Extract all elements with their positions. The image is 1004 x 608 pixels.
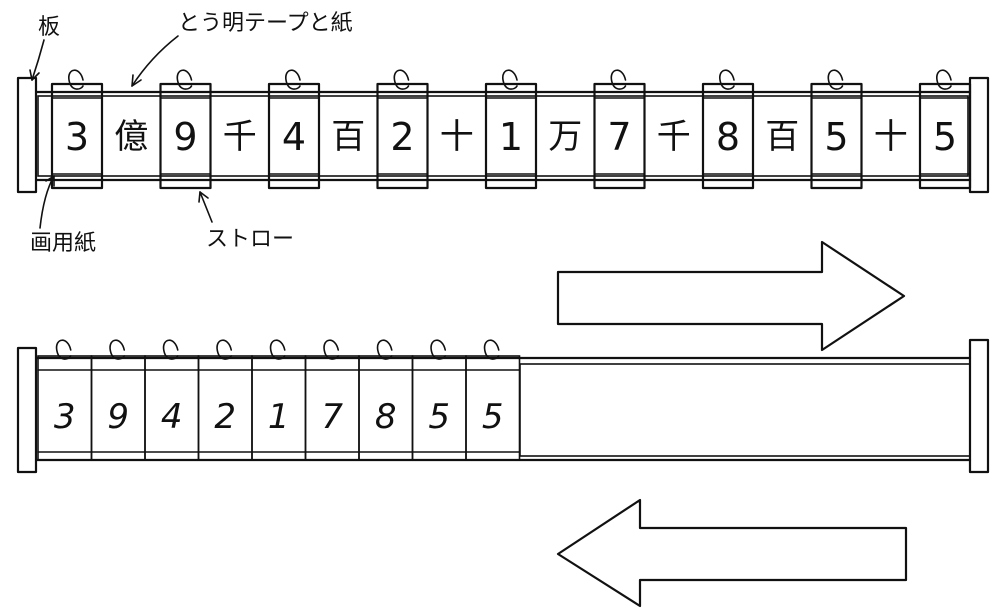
leader-tape: [131, 35, 179, 87]
straw-card-outline: [810, 82, 863, 190]
straw-card-outline: [50, 82, 104, 190]
top-digit-card[interactable]: 3: [50, 69, 104, 190]
label-drawing-paper-group: 画用紙: [30, 175, 96, 256]
bottom-digit: 5: [428, 397, 450, 437]
label-straw: ストロー: [206, 227, 294, 252]
bottom-digit: 2: [214, 397, 236, 437]
bottom-digit: 3: [54, 397, 76, 437]
hook-icon: [323, 339, 340, 360]
top-digit: 5: [933, 115, 957, 159]
top-digit-card[interactable]: 1: [484, 69, 538, 190]
top-digit: 4: [282, 115, 306, 159]
bottom-digit-card[interactable]: 4: [144, 339, 200, 461]
top-unit-label: 万: [548, 117, 582, 157]
straw-card-outline: [267, 82, 321, 190]
top-digit: 8: [716, 115, 740, 159]
hook-icon: [719, 69, 735, 90]
straw-card-outline: [593, 82, 646, 190]
bottom-digit: 1: [268, 397, 290, 437]
top-unit-label: 百: [765, 117, 799, 157]
top-digit-card[interactable]: 5: [918, 69, 972, 190]
top-paper-strip: [37, 95, 969, 177]
hook-icon: [109, 339, 126, 360]
top-digit: 3: [65, 115, 89, 159]
top-digit: 5: [824, 115, 848, 159]
hook-icon: [936, 69, 952, 90]
top-unit-label: 千: [657, 117, 691, 157]
hook-icon: [483, 339, 500, 360]
hook-icon: [216, 339, 233, 360]
top-board-right: [968, 76, 990, 194]
top-unit-label: 億: [114, 117, 148, 157]
top-digit: 9: [173, 115, 197, 159]
label-board-group: 板: [29, 15, 60, 81]
top-digit-card[interactable]: 2: [376, 69, 429, 190]
bottom-digit: 7: [321, 397, 343, 437]
leader-tape-arrowhead: [131, 74, 142, 87]
straw-card-outline: [465, 355, 521, 461]
label-tape-and-paper: とう明テープと紙: [178, 11, 353, 36]
hook-icon: [393, 69, 410, 90]
top-digit-card[interactable]: 5: [810, 69, 863, 190]
bottom-digit: 4: [161, 397, 183, 437]
top-digit: 2: [390, 115, 414, 159]
leader-straw-arrowhead: [198, 191, 209, 203]
top-unit-label: 十: [440, 117, 474, 157]
top-digit-card[interactable]: 4: [267, 69, 321, 190]
top-digit-card[interactable]: 9: [159, 69, 212, 190]
hook-icon: [162, 339, 179, 360]
bottom-digit-card[interactable]: 5: [465, 339, 521, 461]
label-straw-group: ストロー: [198, 191, 294, 252]
arrow-left: [556, 498, 908, 608]
bottom-digit-card[interactable]: 7: [304, 339, 360, 461]
top-unit-labels: 億千百十万千百十: [114, 117, 908, 157]
hook-icon: [176, 69, 193, 90]
hook-icon: [502, 69, 518, 90]
bottom-digit: 5: [482, 397, 504, 437]
bottom-digit-card[interactable]: 8: [358, 339, 414, 461]
hook-icon: [68, 69, 84, 90]
straw-card-outline: [918, 82, 972, 190]
straw-card-outline: [701, 82, 755, 190]
bottom-paper-strip: [519, 363, 971, 457]
top-digit-cards: 3 9 4 2 1 7 8 5 5: [50, 69, 972, 190]
top-digit: 1: [499, 115, 523, 159]
hook-icon: [55, 339, 72, 360]
top-unit-label: 千: [223, 117, 257, 157]
hook-icon: [285, 69, 301, 90]
arrow-right: [556, 240, 906, 352]
hook-icon: [430, 339, 447, 360]
hook-icon: [269, 339, 286, 360]
label-drawing-paper: 画用紙: [30, 231, 96, 256]
hook-icon: [376, 339, 393, 360]
bottom-digit: 9: [107, 397, 129, 437]
straw-card-outline: [376, 82, 429, 190]
bottom-digit: 8: [375, 397, 397, 437]
label-board: 板: [38, 15, 60, 40]
hook-icon: [827, 69, 844, 90]
label-tape-group: とう明テープと紙: [131, 11, 353, 87]
straw-card-outline: [484, 82, 538, 190]
bottom-board-right: [968, 338, 990, 474]
top-unit-label: 十: [874, 117, 908, 157]
top-digit: 7: [607, 115, 631, 159]
bottom-board-left: [16, 346, 38, 474]
leader-straw: [199, 191, 213, 223]
top-slider: 3 9 4 2 1 7 8 5 5 億 千 百 十 万 千 百 十: [16, 69, 990, 194]
straw-card-outline: [159, 82, 212, 190]
top-board-left: [16, 76, 38, 194]
top-digit-card[interactable]: 8: [701, 69, 755, 190]
top-unit-label: 百: [331, 117, 365, 157]
top-digit-card[interactable]: 7: [593, 69, 646, 190]
hook-icon: [610, 69, 627, 90]
